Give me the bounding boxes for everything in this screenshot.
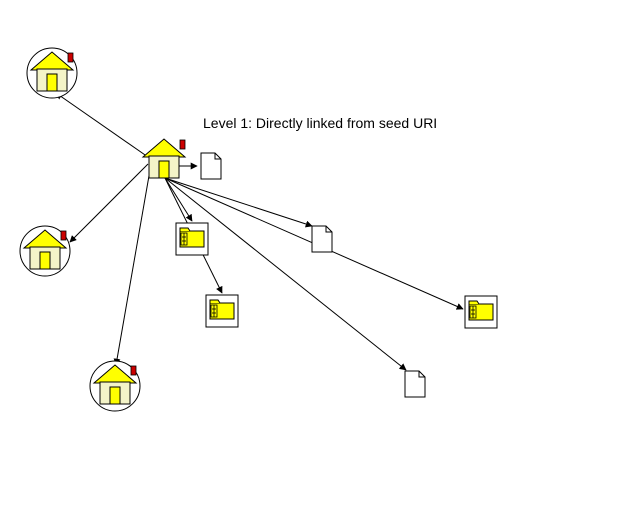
media-file-icon	[175, 222, 209, 256]
house-icon	[142, 138, 186, 179]
page-node-bottom	[89, 360, 141, 412]
link-to-document-mid	[164, 177, 313, 228]
media-file-icon	[205, 294, 239, 328]
link-to-media-near	[164, 177, 193, 222]
media-file-icon	[464, 295, 498, 329]
link-to-document-far	[164, 177, 407, 371]
page-node-top-left	[26, 47, 78, 99]
document-icon	[311, 225, 333, 253]
seed-page-node	[142, 138, 186, 179]
link-to-page-bottom	[113, 169, 151, 366]
document-icon	[404, 370, 426, 398]
page-node-left	[19, 225, 71, 277]
document-icon	[200, 152, 222, 180]
diagram-caption: Level 1: Directly linked from seed URI	[203, 115, 438, 131]
link-to-page-top-left	[55, 92, 149, 158]
link-to-page-left	[69, 163, 149, 243]
